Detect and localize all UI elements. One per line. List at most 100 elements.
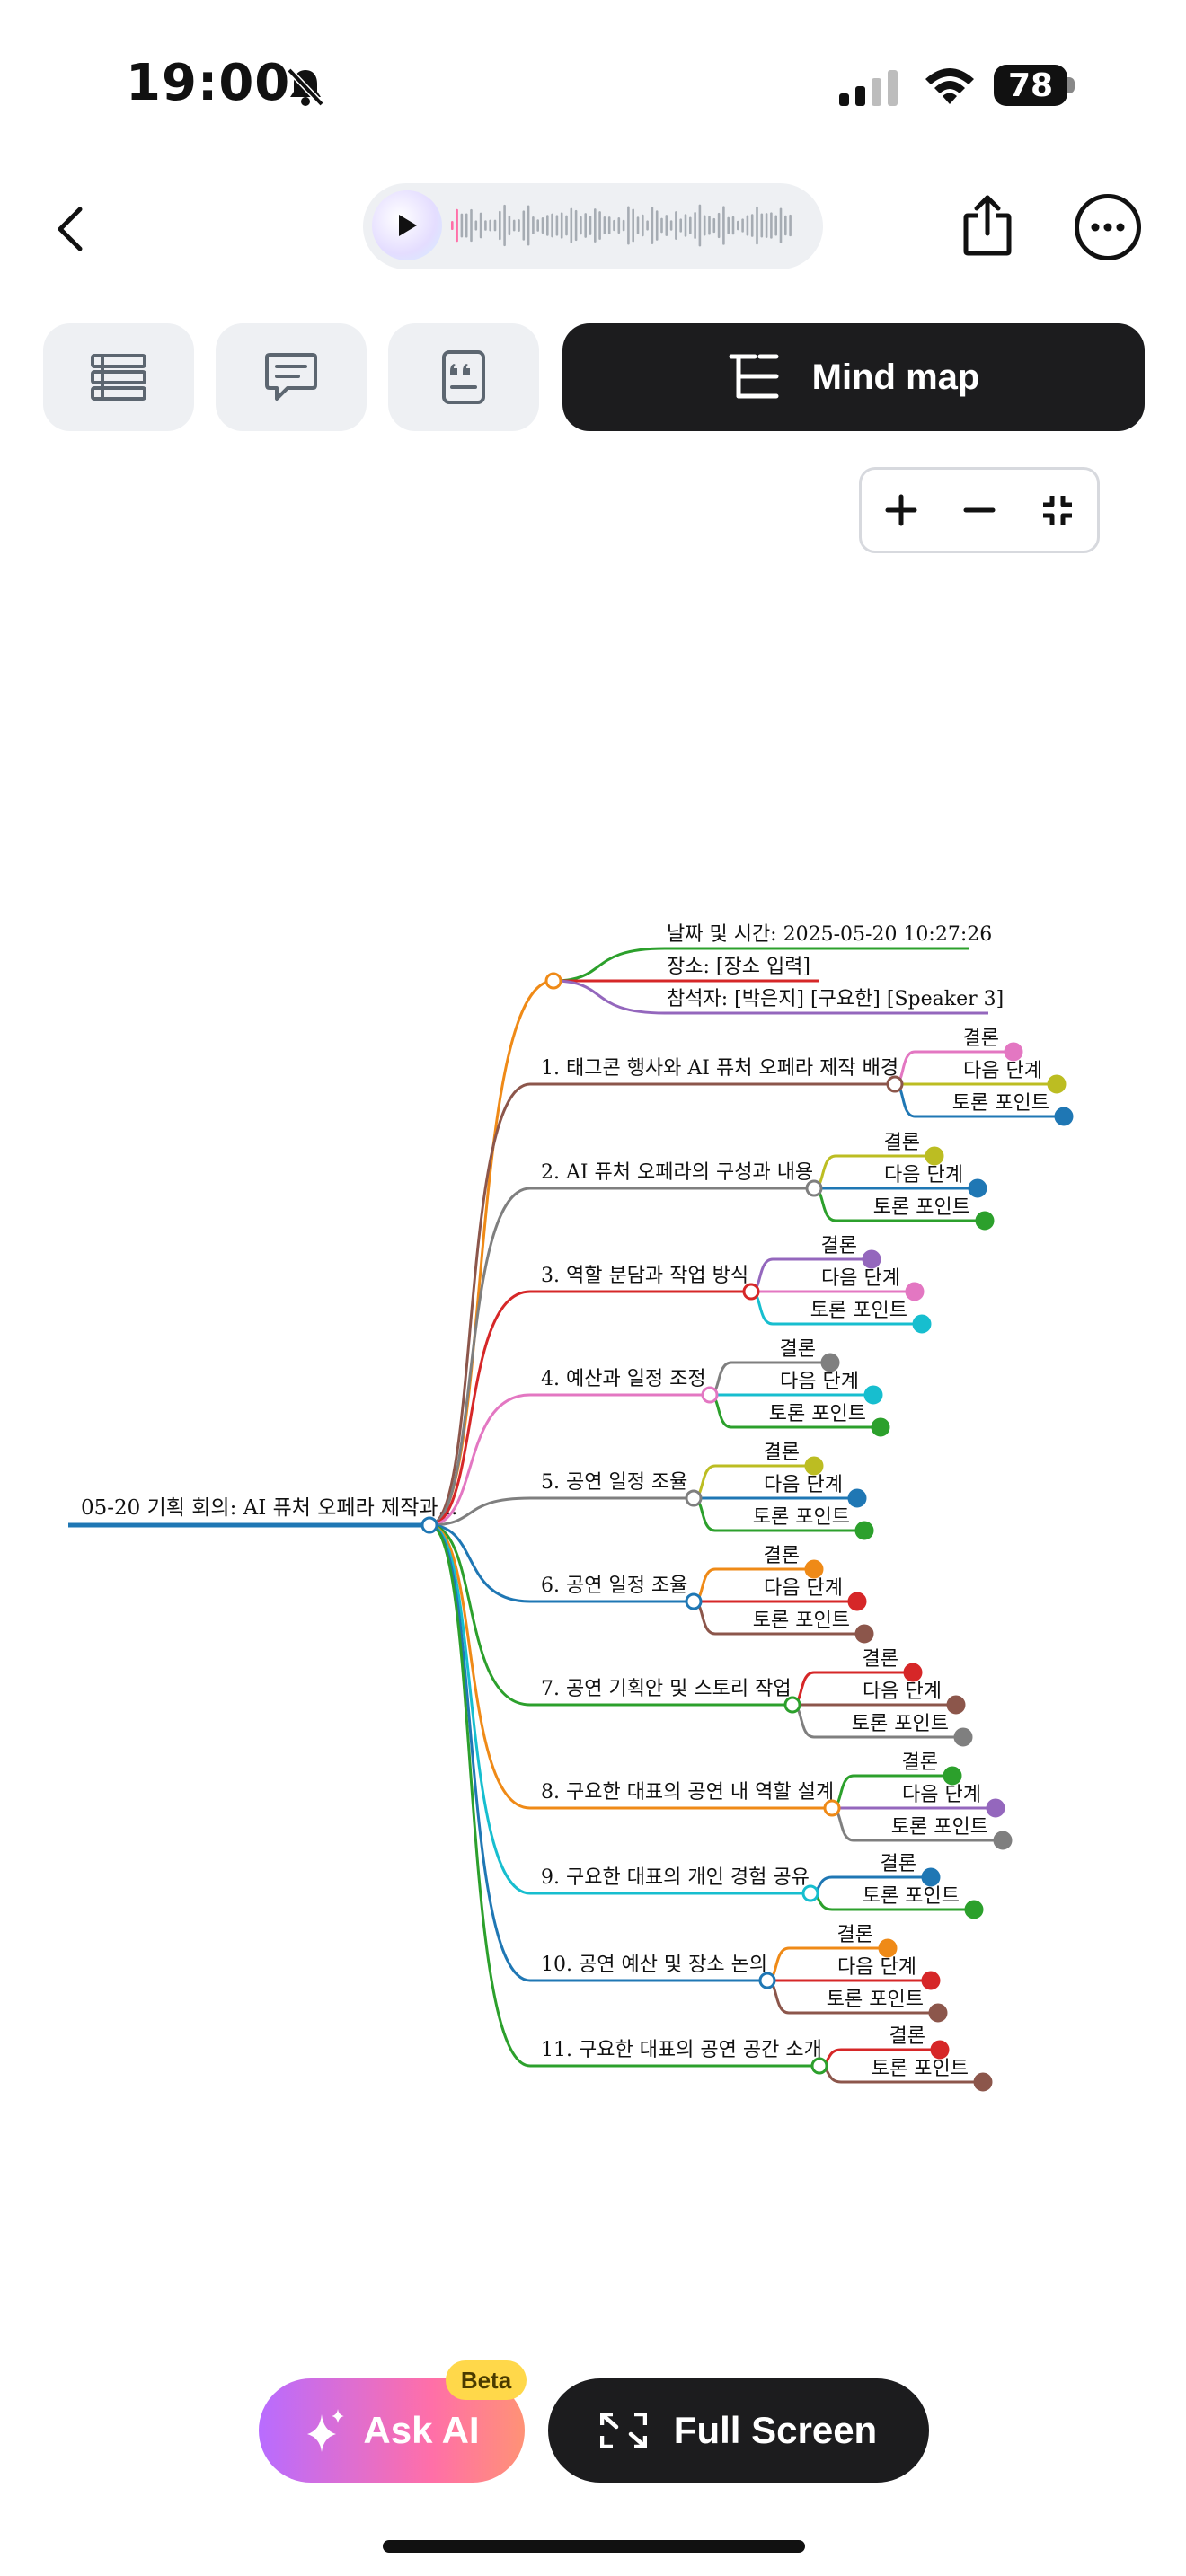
play-button[interactable] (372, 190, 442, 260)
topic-label[interactable]: 2. AI 퓨처 오페라의 구성과 내용 (541, 1161, 813, 1184)
more-options-button[interactable] (1075, 194, 1141, 260)
child-node[interactable] (854, 1521, 874, 1540)
topic-label[interactable]: 4. 예산과 일정 조정 (541, 1368, 706, 1390)
fit-to-screen-button[interactable] (1031, 483, 1084, 537)
tab-summary[interactable] (388, 323, 539, 431)
child-node[interactable] (912, 1314, 932, 1334)
child-node[interactable] (928, 2003, 948, 2023)
topic-node[interactable] (701, 1386, 719, 1404)
child-node[interactable] (863, 1385, 883, 1405)
child-node[interactable] (1004, 1042, 1023, 1062)
child-node[interactable] (871, 1417, 890, 1437)
child-node[interactable] (975, 1211, 995, 1231)
topic-node[interactable] (805, 1179, 823, 1197)
child-label[interactable]: 토론 포인트 (810, 1300, 907, 1322)
child-label[interactable]: 토론 포인트 (753, 1610, 850, 1632)
child-node[interactable] (930, 2040, 950, 2060)
mind-map-canvas[interactable]: 05-20 기획 회의: AI 퓨처 오페라 제작과... 날짜 및 시간: 20… (0, 898, 1186, 2156)
child-label[interactable]: 토론 포인트 (753, 1506, 850, 1529)
child-label[interactable]: 다음 단계 (837, 1956, 916, 1979)
child-label[interactable]: 다음 단계 (902, 1784, 981, 1806)
topic-node[interactable] (742, 1283, 760, 1301)
child-label[interactable]: 결론 (821, 1235, 857, 1257)
tab-mind-map[interactable]: Mind map (562, 323, 1145, 431)
topic-label[interactable]: 7. 공연 기획안 및 스토리 작업 (541, 1678, 792, 1700)
topic-label[interactable]: 11. 구요한 대표의 공연 공간 소개 (541, 2039, 822, 2061)
child-node[interactable] (1054, 1107, 1074, 1126)
full-screen-button[interactable]: Full Screen (548, 2378, 929, 2483)
topic-label[interactable]: 10. 공연 예산 및 장소 논의 (541, 1954, 767, 1976)
topic-node[interactable] (886, 1075, 904, 1093)
mind-map-graph[interactable]: 05-20 기획 회의: AI 퓨처 오페라 제작과... 날짜 및 시간: 20… (0, 898, 1186, 2156)
child-label[interactable]: 다음 단계 (764, 1474, 843, 1496)
child-label[interactable]: 결론 (902, 1751, 938, 1774)
child-node[interactable] (905, 1282, 925, 1301)
topic-label[interactable]: 3. 역할 분담과 작업 방식 (541, 1265, 748, 1287)
zoom-out-button[interactable] (952, 483, 1006, 537)
zoom-in-button[interactable] (874, 483, 928, 537)
child-node[interactable] (903, 1663, 923, 1682)
child-node[interactable] (946, 1695, 966, 1715)
child-label[interactable]: 토론 포인트 (852, 1713, 949, 1735)
child-node[interactable] (1047, 1074, 1067, 1094)
tab-outline[interactable] (43, 323, 194, 431)
back-button[interactable] (38, 198, 101, 260)
topic-label[interactable]: 5. 공연 일정 조율 (541, 1471, 687, 1494)
child-label[interactable]: 다음 단계 (764, 1577, 843, 1600)
topic-node[interactable] (685, 1592, 703, 1610)
topic-label[interactable]: 6. 공연 일정 조율 (541, 1575, 687, 1597)
audio-waveform[interactable] (449, 190, 800, 265)
topic-node[interactable] (801, 1884, 819, 1902)
child-node[interactable] (921, 1971, 941, 1990)
meta-item-label[interactable]: 장소: [장소 입력] (667, 956, 810, 978)
meta-item-label[interactable]: 참석자: [박은지] [구요한] [Speaker 3] (667, 988, 1004, 1010)
child-node[interactable] (921, 1867, 941, 1887)
child-node[interactable] (968, 1178, 987, 1198)
child-label[interactable]: 토론 포인트 (873, 1196, 970, 1219)
topic-node[interactable] (783, 1696, 801, 1714)
child-label[interactable]: 결론 (837, 1924, 873, 1946)
child-label[interactable]: 토론 포인트 (769, 1403, 866, 1425)
meta-item-label[interactable]: 날짜 및 시간: 2025-05-20 10:27:26 (667, 923, 992, 946)
child-node[interactable] (973, 2072, 993, 2092)
child-node[interactable] (878, 1938, 898, 1958)
child-node[interactable] (993, 1831, 1013, 1850)
child-node[interactable] (964, 1900, 984, 1919)
child-node[interactable] (804, 1559, 824, 1579)
child-node[interactable] (953, 1727, 973, 1747)
child-label[interactable]: 결론 (963, 1028, 999, 1050)
child-label[interactable]: 다음 단계 (821, 1267, 900, 1290)
child-node[interactable] (862, 1249, 881, 1269)
share-button[interactable] (956, 190, 1019, 260)
topic-node[interactable] (810, 2057, 828, 2075)
child-node[interactable] (847, 1592, 867, 1611)
child-label[interactable]: 결론 (764, 1545, 800, 1567)
child-label[interactable]: 결론 (780, 1338, 816, 1361)
child-node[interactable] (943, 1766, 962, 1786)
child-label[interactable]: 다음 단계 (863, 1681, 942, 1703)
child-node[interactable] (820, 1353, 840, 1372)
root-node[interactable] (420, 1516, 438, 1534)
child-node[interactable] (986, 1798, 1005, 1818)
topic-node[interactable] (758, 1972, 776, 1989)
child-node[interactable] (804, 1456, 824, 1476)
child-label[interactable]: 결론 (863, 1648, 898, 1671)
child-label[interactable]: 토론 포인트 (891, 1816, 988, 1839)
child-label[interactable]: 토론 포인트 (872, 2058, 969, 2080)
child-label[interactable]: 토론 포인트 (952, 1092, 1049, 1115)
child-label[interactable]: 결론 (890, 2025, 925, 2048)
child-node[interactable] (925, 1146, 944, 1166)
root-node-label[interactable]: 05-20 기획 회의: AI 퓨처 오페라 제작과... (81, 1496, 457, 1520)
child-node[interactable] (847, 1488, 867, 1508)
child-label[interactable]: 다음 단계 (884, 1164, 963, 1187)
child-label[interactable]: 다음 단계 (780, 1371, 859, 1393)
tab-transcript[interactable] (216, 323, 367, 431)
topic-node[interactable] (685, 1489, 703, 1507)
child-label[interactable]: 다음 단계 (963, 1060, 1042, 1082)
child-label[interactable]: 토론 포인트 (863, 1885, 960, 1908)
topic-label[interactable]: 1. 태그콘 행사와 AI 퓨처 오페라 제작 배경 (541, 1057, 898, 1080)
child-label[interactable]: 결론 (881, 1853, 916, 1875)
ask-ai-button[interactable]: Ask AI (259, 2378, 525, 2483)
topic-label[interactable]: 9. 구요한 대표의 개인 경험 공유 (541, 1866, 810, 1889)
child-label[interactable]: 결론 (884, 1132, 920, 1154)
